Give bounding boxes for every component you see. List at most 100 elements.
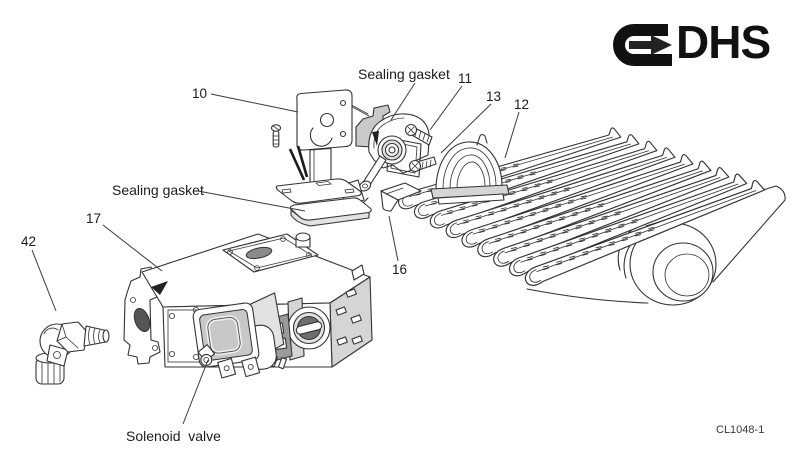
arrow-mark [372, 131, 379, 146]
callout-sealing-gasket-top: Sealing gasket [358, 66, 450, 82]
venturi-dome [435, 141, 503, 191]
screw [270, 124, 282, 148]
flange-hole-small [152, 345, 158, 351]
bank-bottom-edge [526, 288, 649, 304]
leader-42 [31, 249, 57, 312]
leader-solenoid-valve [182, 359, 209, 425]
plate-hole-small [339, 130, 347, 138]
threaded-spigot [83, 325, 110, 347]
terminal-pin [277, 357, 288, 370]
wedge-side [380, 190, 399, 212]
drawing-number: CL1048-1 [716, 424, 764, 436]
bracket-base [275, 178, 362, 204]
bracket-plate [296, 89, 353, 151]
leader-11 [429, 85, 463, 131]
screw-shank [272, 130, 280, 148]
nipple-cap [200, 353, 213, 367]
foot-hole [223, 365, 230, 372]
wedge-16 [380, 182, 422, 212]
right-face-slot [351, 335, 363, 345]
base-slot [315, 181, 332, 186]
venturi-tab [476, 133, 488, 146]
callout-16: 16 [392, 262, 407, 277]
screw-slot [411, 162, 419, 170]
solenoid [192, 292, 285, 379]
screw-threads [272, 135, 279, 145]
callout-42: 42 [21, 234, 36, 249]
plate-hole-small [339, 99, 347, 107]
gas-valve-17 [123, 232, 373, 379]
elbow-highlight [43, 327, 59, 335]
top-plate-hole [245, 246, 273, 260]
dhs-logo: DHS [613, 16, 771, 68]
base-notch [281, 188, 292, 194]
knurl-lines [41, 359, 61, 385]
screw-slot [272, 125, 280, 131]
logo-text: DHS [676, 16, 770, 68]
bracket-10 [270, 89, 372, 227]
leader-sealing-gasket-left [197, 190, 306, 212]
right-face-slot [350, 314, 362, 324]
drum-body-line [645, 185, 786, 283]
clevis-hole [362, 183, 368, 189]
callout-sealing-gasket-left: Sealing gasket [112, 182, 204, 198]
callouts: 10 Sealing gasket 11 13 12 16 17 42 Seal… [21, 66, 764, 444]
logo-c-shape [613, 24, 672, 66]
venturi-lip [437, 193, 505, 205]
front-screw [168, 350, 175, 357]
top-plate-inner [227, 237, 313, 269]
screw-13-slot [407, 126, 415, 134]
callout-17: 17 [86, 211, 101, 226]
foot-hole [247, 363, 254, 370]
leader-10 [210, 93, 299, 113]
dhs-logo-icon [613, 24, 672, 66]
leader-12 [504, 111, 520, 159]
callout-10: 10 [192, 86, 207, 101]
hex-nut [56, 321, 89, 353]
foot [217, 357, 237, 379]
leader-16 [388, 215, 399, 262]
spigot-threads [88, 326, 101, 346]
callout-solenoid-valve: Solenoid valve [126, 428, 221, 444]
right-face-tab [351, 264, 365, 281]
logo-arrow-icon [629, 35, 672, 55]
elbow-42 [35, 321, 110, 385]
tab-hole [53, 351, 61, 359]
top-cylinder-cap [295, 232, 311, 242]
right-face-slot [336, 336, 348, 346]
plate-screw [254, 265, 260, 271]
plate-screw [306, 252, 312, 258]
knob-slot [295, 321, 323, 335]
flange-hole-small [130, 297, 136, 303]
base-notch [344, 188, 355, 194]
right-face-slot [345, 288, 357, 298]
callout-12: 12 [514, 97, 529, 112]
plate-arc-cutout [309, 127, 333, 147]
leader-13 [440, 103, 492, 154]
burner-assembly [394, 125, 786, 306]
leader-sealing-gasket-top [390, 82, 416, 121]
arrow-marks [288, 145, 309, 181]
callout-11: 11 [458, 71, 472, 86]
drum-inner-lip [664, 253, 710, 297]
drum-inner-face [652, 242, 714, 302]
hex-facets [56, 323, 79, 349]
leader-17 [102, 224, 163, 272]
foot [241, 356, 261, 378]
right-face-slot [335, 306, 347, 316]
flange-hole [133, 307, 151, 333]
wedge-fold-line [385, 187, 404, 195]
bearing-center [388, 146, 396, 154]
top-notch [151, 281, 168, 295]
solenoid-groove-line [207, 316, 241, 354]
plate-screw [280, 236, 286, 242]
spigot-tip [102, 329, 110, 343]
plate-hole [319, 112, 335, 128]
screw-threads [421, 159, 432, 170]
venturi-12 [430, 133, 510, 205]
plate-screw [227, 249, 233, 255]
callout-13: 13 [486, 89, 501, 104]
elbow-tab [46, 344, 69, 367]
top-cylinder [295, 232, 311, 248]
